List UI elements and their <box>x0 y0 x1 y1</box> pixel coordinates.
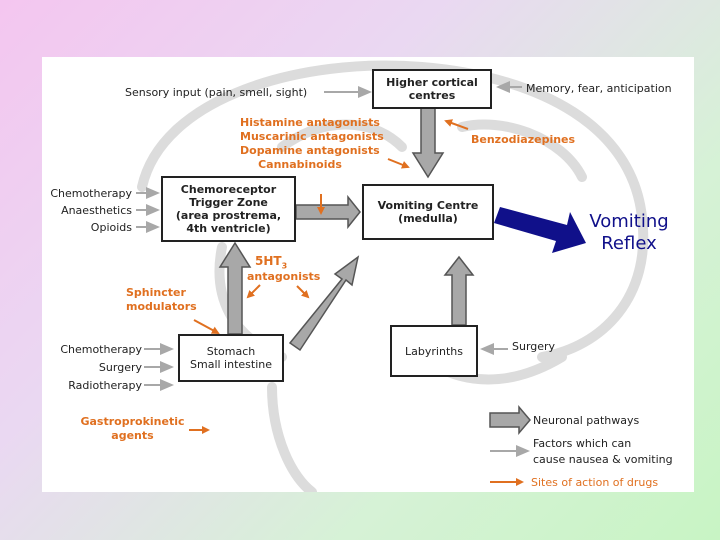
vomiting-reflex-line2: Reflex <box>601 233 657 254</box>
arrow-ctz-to-vc <box>295 194 361 230</box>
arrow-surgery-to-lab <box>480 343 508 355</box>
vomiting-centre-box: Vomiting Centre (medulla) <box>362 184 494 240</box>
arrow-anaes-to-ctz <box>136 204 160 216</box>
memory-label: Memory, fear, anticipation <box>526 82 672 95</box>
sphincter-line1: Sphincter <box>126 286 186 299</box>
ctz-line2: Trigger Zone <box>189 196 268 209</box>
arrow-lab-to-vc <box>443 255 475 326</box>
arrow-surgery-to-gut <box>144 361 174 373</box>
legend-factors-line1: Factors which can <box>533 437 632 450</box>
arrow-chemo-to-ctz <box>136 187 160 199</box>
stomach-line2: Small intestine <box>190 358 272 371</box>
sensory-input-label: Sensory input (pain, smell, sight) <box>125 86 308 99</box>
ht3-antagonists: antagonists <box>247 270 321 283</box>
drug-arrow-central <box>387 158 410 169</box>
drug-arrow-benzo <box>444 119 469 130</box>
higher-cortical-line1: Higher cortical <box>386 76 478 89</box>
arrow-vc-to-reflex <box>494 207 586 253</box>
higher-cortical-box: Higher cortical centres <box>372 69 492 109</box>
drug-arrow-5ht3-left <box>246 284 261 299</box>
ctz-input-opioids: Opioids <box>90 221 132 234</box>
ht3-main: 5HT <box>255 254 282 268</box>
drug-central-3: Dopamine antagonists <box>240 144 380 157</box>
stomach-line1: Stomach <box>206 345 256 358</box>
drug-central-4: Cannabinoids <box>258 158 342 171</box>
legend-neuronal-symbol <box>489 404 531 436</box>
vomiting-centre-line1: Vomiting Centre <box>377 199 479 212</box>
gut-input-chemotherapy: Chemotherapy <box>60 343 142 356</box>
ht3-label: 5HT3 <box>255 255 287 272</box>
gut-input-surgery: Surgery <box>98 361 142 374</box>
labyrinths-label: Labyrinths <box>405 344 463 358</box>
drug-arrow-5ht3-right <box>296 285 310 299</box>
vomiting-centre-line2: (medulla) <box>398 212 458 225</box>
arrow-memory-to-cortical <box>496 81 522 93</box>
arrow-gut-to-ctz <box>218 241 252 335</box>
arrow-gut-to-vc <box>288 255 360 352</box>
sphincter-line2: modulators <box>126 300 197 313</box>
legend-neuronal: Neuronal pathways <box>533 414 640 427</box>
legend-factors-symbol <box>490 445 530 457</box>
surgery-label: Surgery <box>512 340 556 353</box>
drug-arrow-sphincter <box>193 319 220 334</box>
ht3-sub: 3 <box>281 261 288 271</box>
benzodiazepines-label: Benzodiazepines <box>471 133 576 146</box>
higher-cortical-line2: centres <box>408 89 456 102</box>
gastro-line1: Gastroprokinetic <box>80 415 185 428</box>
brain-outline <box>137 60 649 492</box>
ctz-input-anaesthetics: Anaesthetics <box>61 204 132 217</box>
arrow-cortical-to-vc <box>411 102 445 179</box>
diagram-slide: Sensory input (pain, smell, sight) Highe… <box>42 57 694 492</box>
ctz-box: Chemoreceptor Trigger Zone (area prostre… <box>161 176 296 242</box>
gastro-line2: agents <box>111 429 154 442</box>
drug-central-1: Histamine antagonists <box>240 116 380 129</box>
legend-factors-line2: cause nausea & vomiting <box>533 453 673 466</box>
stomach-box: Stomach Small intestine <box>178 334 284 382</box>
arrow-chemo-to-gut <box>144 343 174 355</box>
ctz-line4: 4th ventricle) <box>186 222 271 235</box>
arrow-sensory-to-cortical <box>324 86 372 98</box>
labyrinths-box: Labyrinths <box>390 325 478 377</box>
vomiting-reflex-line1: Vomiting <box>589 211 669 232</box>
ctz-line1: Chemoreceptor <box>180 183 277 196</box>
drug-central-2: Muscarinic antagonists <box>240 130 384 143</box>
arrow-radio-to-gut <box>144 379 174 391</box>
ctz-input-chemotherapy: Chemotherapy <box>50 187 132 200</box>
arrow-opioids-to-ctz <box>136 221 160 233</box>
ctz-line3: (area prostrema, <box>175 209 282 222</box>
gut-input-radiotherapy: Radiotherapy <box>68 379 142 392</box>
legend-sites: Sites of action of drugs <box>531 476 659 489</box>
diagram-arrows <box>136 60 649 492</box>
